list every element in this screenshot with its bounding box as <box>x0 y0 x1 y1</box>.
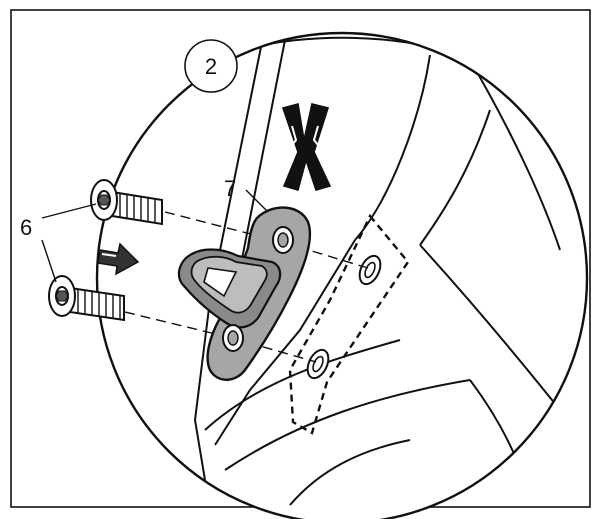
threaded-hole-lower <box>306 348 330 380</box>
detail-circle <box>95 31 589 519</box>
striker-plate <box>177 206 312 381</box>
screw-upper <box>90 179 163 226</box>
mount-position-outline <box>288 213 410 435</box>
detail-marker-label: 2 <box>205 54 217 79</box>
callout-screws: 6 <box>20 203 97 283</box>
callout-striker-plate: 7 <box>224 176 269 213</box>
callout-striker-plate-label: 7 <box>224 176 236 201</box>
arrow-right-icon <box>97 242 140 276</box>
crossed-arrows-icon <box>281 103 332 191</box>
screw-lower <box>48 275 125 322</box>
callout-screws-label: 6 <box>20 215 32 240</box>
circle-number-icon: 2 <box>184 39 238 93</box>
